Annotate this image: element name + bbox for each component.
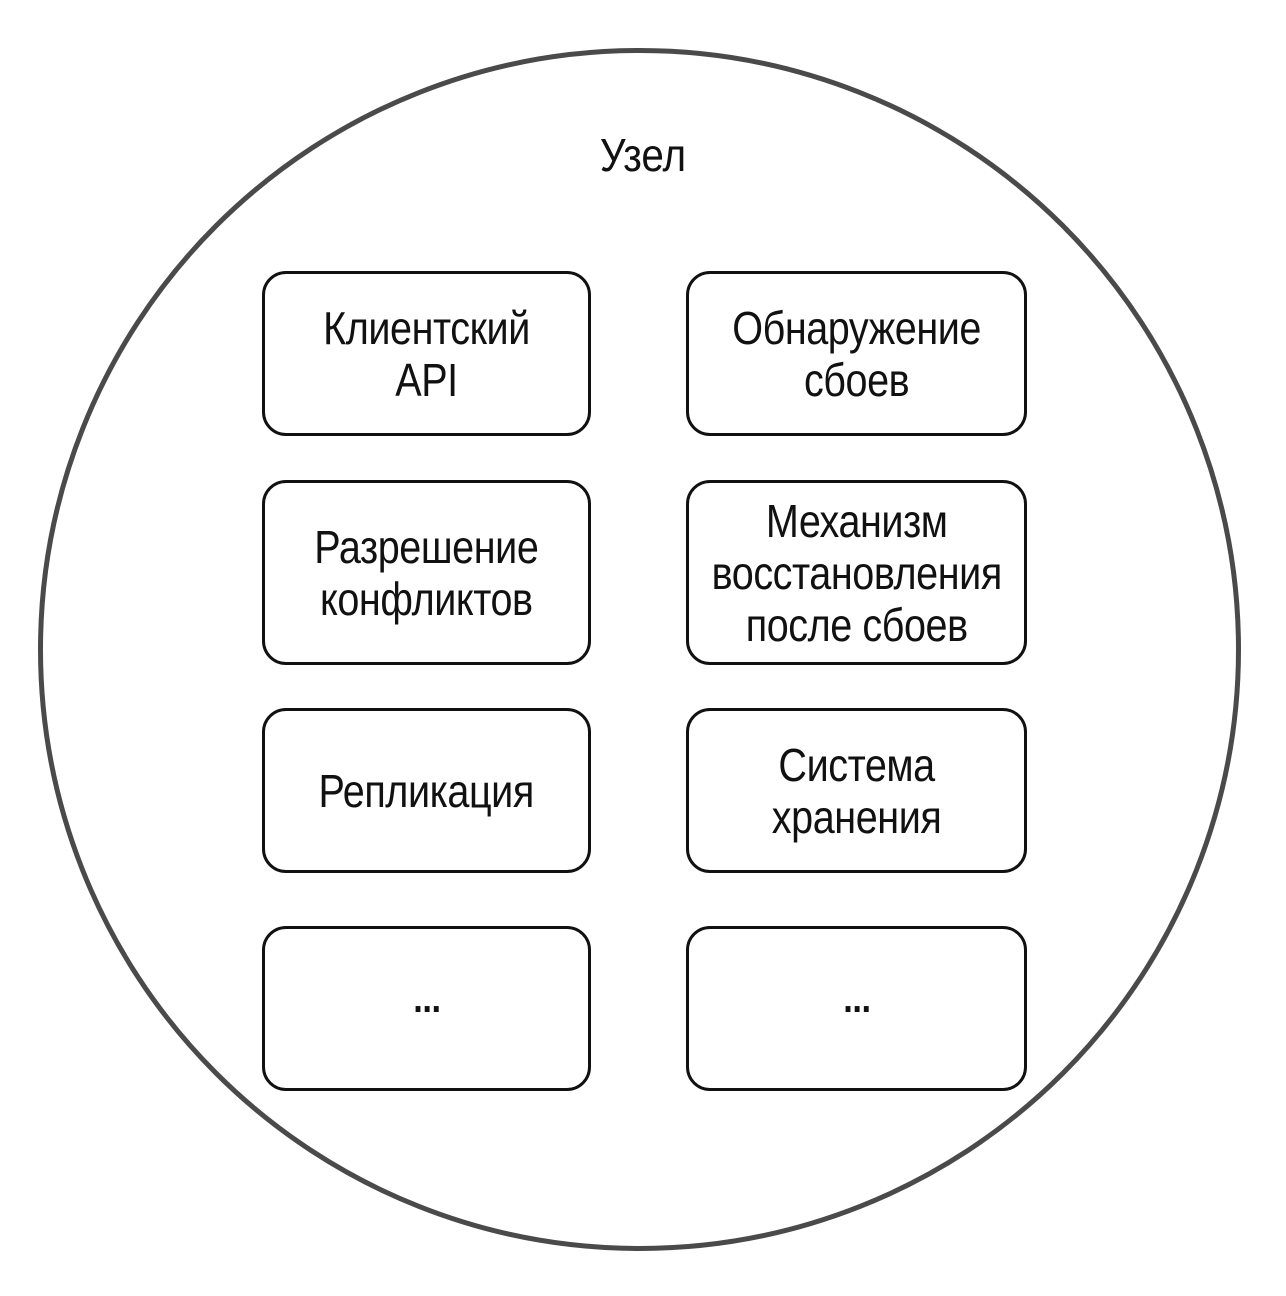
component-failure-detection: Обнаружение сбоев xyxy=(686,271,1027,436)
component-client-api: Клиентский API xyxy=(262,271,591,436)
node-circle xyxy=(38,48,1241,1251)
component-more-right: ... xyxy=(686,926,1027,1091)
component-label: Клиентский API xyxy=(323,301,530,406)
component-conflict-resolution: Разрешение конфликтов xyxy=(262,480,591,665)
component-label: Разрешение конфликтов xyxy=(314,520,539,625)
ellipsis-label: ... xyxy=(842,976,871,1021)
component-label: Репликация xyxy=(318,764,535,817)
component-replication: Репликация xyxy=(262,708,591,873)
component-label: Система хранения xyxy=(771,738,942,843)
component-storage-system: Система хранения xyxy=(686,708,1027,873)
component-label: Механизм восстановления после сбоев xyxy=(711,494,1002,651)
component-failure-recovery: Механизм восстановления после сбоев xyxy=(686,480,1027,665)
node-title: Узел xyxy=(599,129,687,181)
component-more-left: ... xyxy=(262,926,591,1091)
component-label: Обнаружение сбоев xyxy=(732,301,981,406)
ellipsis-label: ... xyxy=(412,976,441,1021)
